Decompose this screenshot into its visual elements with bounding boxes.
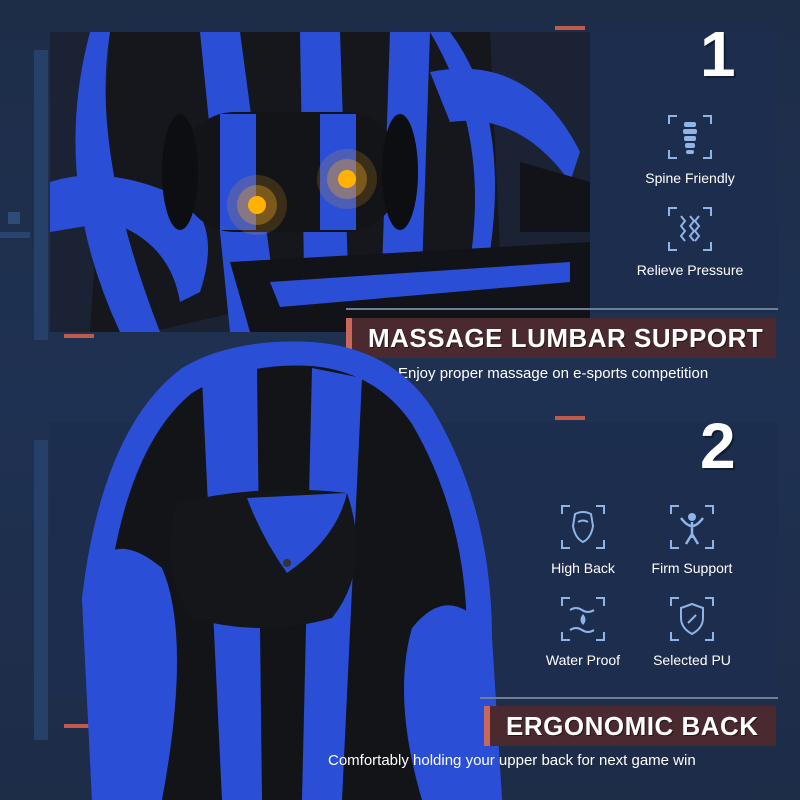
lumbar-pillow-illustration bbox=[50, 32, 590, 332]
feature-label: Selected PU bbox=[653, 652, 731, 668]
feature-water-proof: Water Proof bbox=[518, 596, 648, 668]
accent-tick bbox=[555, 26, 585, 30]
water-proof-icon bbox=[560, 596, 606, 642]
heading-rule bbox=[480, 697, 778, 699]
high-back-icon bbox=[560, 504, 606, 550]
bg-stripe bbox=[0, 232, 30, 238]
accent-tick bbox=[64, 724, 94, 728]
section2-number: 2 bbox=[700, 410, 736, 482]
feature-label: Relieve Pressure bbox=[636, 262, 744, 278]
bg-stripe bbox=[34, 50, 48, 340]
spine-icon bbox=[667, 114, 713, 160]
feature-firm-support: Firm Support bbox=[627, 504, 757, 576]
selected-pu-icon bbox=[669, 596, 715, 642]
feature-selected-pu: Selected PU bbox=[627, 596, 757, 668]
bg-dot bbox=[8, 212, 20, 224]
feature-spine-friendly: Spine Friendly bbox=[625, 114, 755, 186]
headrest-photo bbox=[72, 338, 512, 800]
section2-subtitle: Comfortably holding your upper back for … bbox=[328, 752, 696, 769]
feature-label: Firm Support bbox=[651, 560, 733, 576]
accent-tick bbox=[555, 416, 585, 420]
bg-stripe bbox=[34, 440, 48, 740]
firm-support-icon bbox=[669, 504, 715, 550]
feature-relieve-pressure: Relieve Pressure bbox=[625, 206, 755, 278]
section2-heading: ERGONOMIC BACK bbox=[484, 706, 776, 746]
headrest-illustration bbox=[82, 341, 502, 800]
feature-high-back: High Back bbox=[518, 504, 648, 576]
feature-label: Water Proof bbox=[545, 652, 621, 668]
accent-tick bbox=[64, 334, 94, 338]
section1-subtitle: Enjoy proper massage on e-sports competi… bbox=[398, 365, 709, 382]
relieve-pressure-icon bbox=[667, 206, 713, 252]
section1-heading: MASSAGE LUMBAR SUPPORT bbox=[346, 318, 776, 358]
feature-label: Spine Friendly bbox=[645, 170, 735, 186]
section1-number: 1 bbox=[700, 18, 736, 90]
lumbar-pillow-photo bbox=[50, 32, 590, 332]
heading-rule bbox=[346, 308, 778, 310]
feature-label: High Back bbox=[551, 560, 615, 576]
